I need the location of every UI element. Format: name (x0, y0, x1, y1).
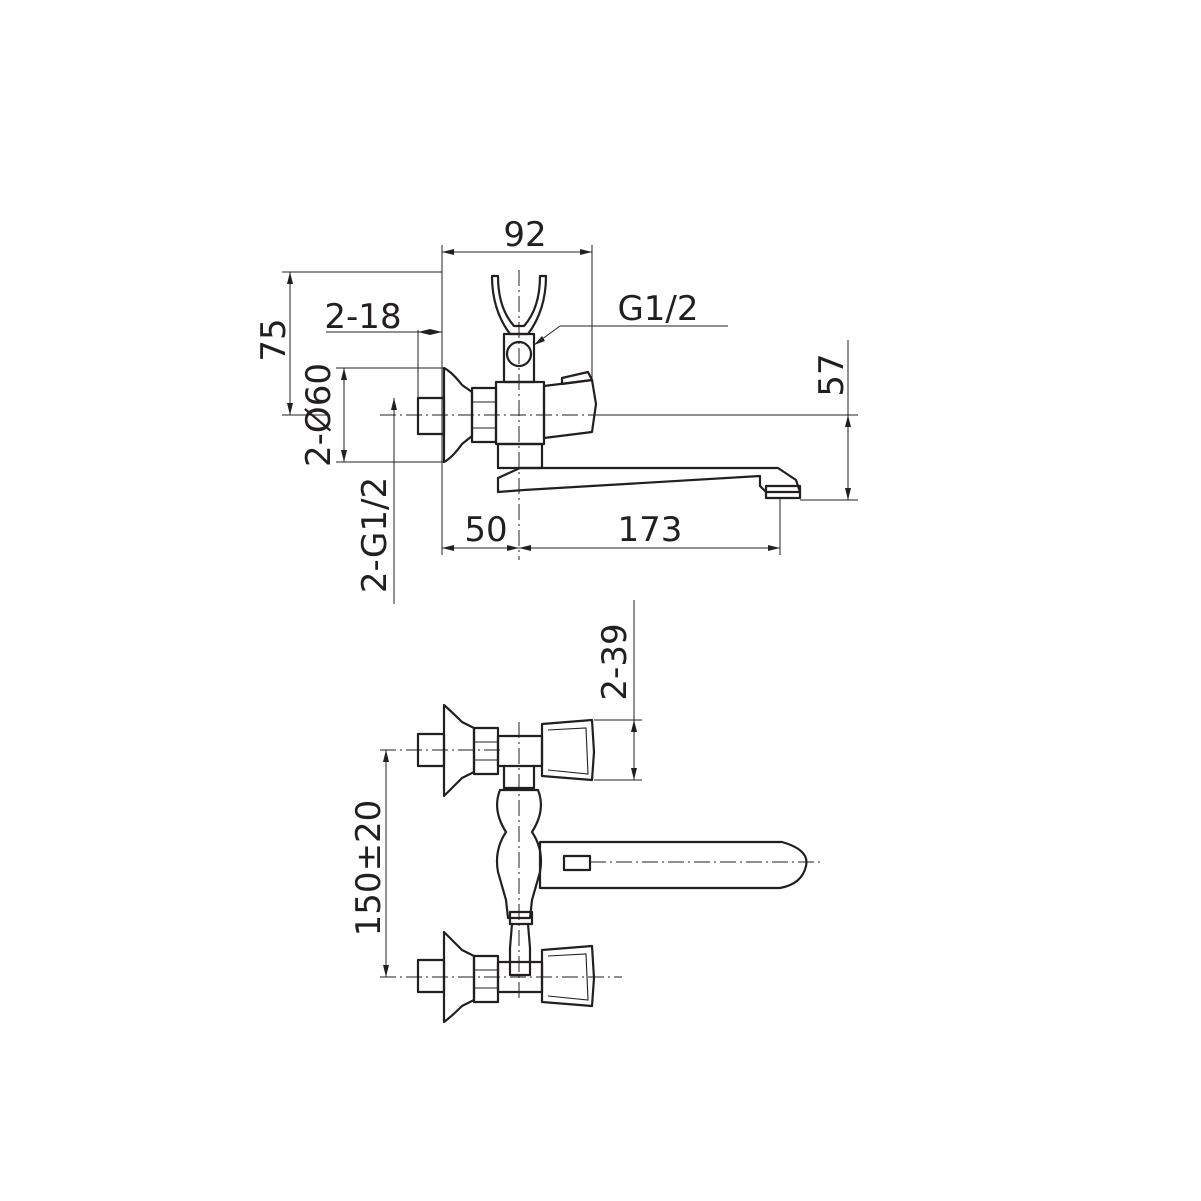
aerator (764, 484, 802, 500)
spout (496, 466, 802, 494)
faucet-body (494, 380, 546, 446)
shower-holder-fork (490, 274, 548, 336)
upper-pipe (496, 734, 544, 768)
dim-label-g12-inlet: 2-G1/2 (355, 477, 395, 593)
lower-handle (540, 944, 596, 1008)
valve-handle (542, 378, 598, 440)
dim-label-173: 173 (618, 510, 683, 550)
dim-label-g12: G1/2 (617, 289, 698, 329)
riser-pipe-bottom (508, 922, 532, 977)
dim-label-2-39: 2-39 (595, 623, 635, 700)
upper-nut (472, 726, 500, 776)
dim-label-d60: 2-Ø60 (299, 363, 339, 467)
side-elevation-view: 92 75 2-18 G1/2 57 2-Ø60 (254, 215, 858, 604)
spout-slot (562, 854, 592, 872)
lower-inlet-stub (416, 958, 446, 994)
spout-swivel (496, 442, 544, 470)
inlet-stub (416, 396, 446, 436)
spout-top-view (538, 840, 808, 890)
dim-label-150: 150±20 (349, 800, 389, 937)
dim-label-2-18: 2-18 (324, 297, 401, 337)
front-view: 2-39 150±20 (349, 600, 820, 1024)
dim-label-57: 57 (812, 353, 852, 396)
dim-label-92: 92 (503, 215, 546, 255)
dim-label-75: 75 (254, 318, 294, 361)
diverter-ring (508, 910, 534, 926)
dim-label-50: 50 (464, 510, 507, 550)
diverter-body (495, 788, 543, 920)
upper-handle (540, 718, 596, 782)
lower-nut (472, 954, 500, 1004)
